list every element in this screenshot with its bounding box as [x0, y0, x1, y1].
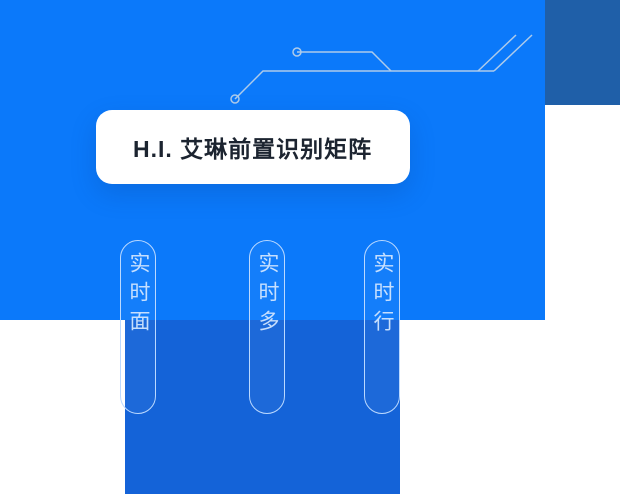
circuit-node-icon [292, 47, 302, 57]
circuit-trace [297, 51, 392, 72]
feature-tag-1-label: 实时面 [127, 252, 150, 339]
feature-tag-3: 实时行 [364, 240, 400, 414]
feature-tag-1: 实时面 [120, 240, 156, 414]
circuit-trace [234, 70, 494, 100]
circuit-node-icon [230, 94, 240, 104]
circuit-trace [493, 34, 533, 72]
feature-tag-3-label: 实时行 [371, 252, 394, 339]
feature-tag-2-label: 实时多 [256, 252, 279, 339]
circuit-lines-decoration [230, 34, 533, 104]
title-card: H.I. 艾琳前置识别矩阵 [96, 110, 410, 184]
feature-tag-2: 实时多 [249, 240, 285, 414]
circuit-trace [477, 34, 517, 72]
page-title: H.I. 艾琳前置识别矩阵 [133, 136, 373, 162]
